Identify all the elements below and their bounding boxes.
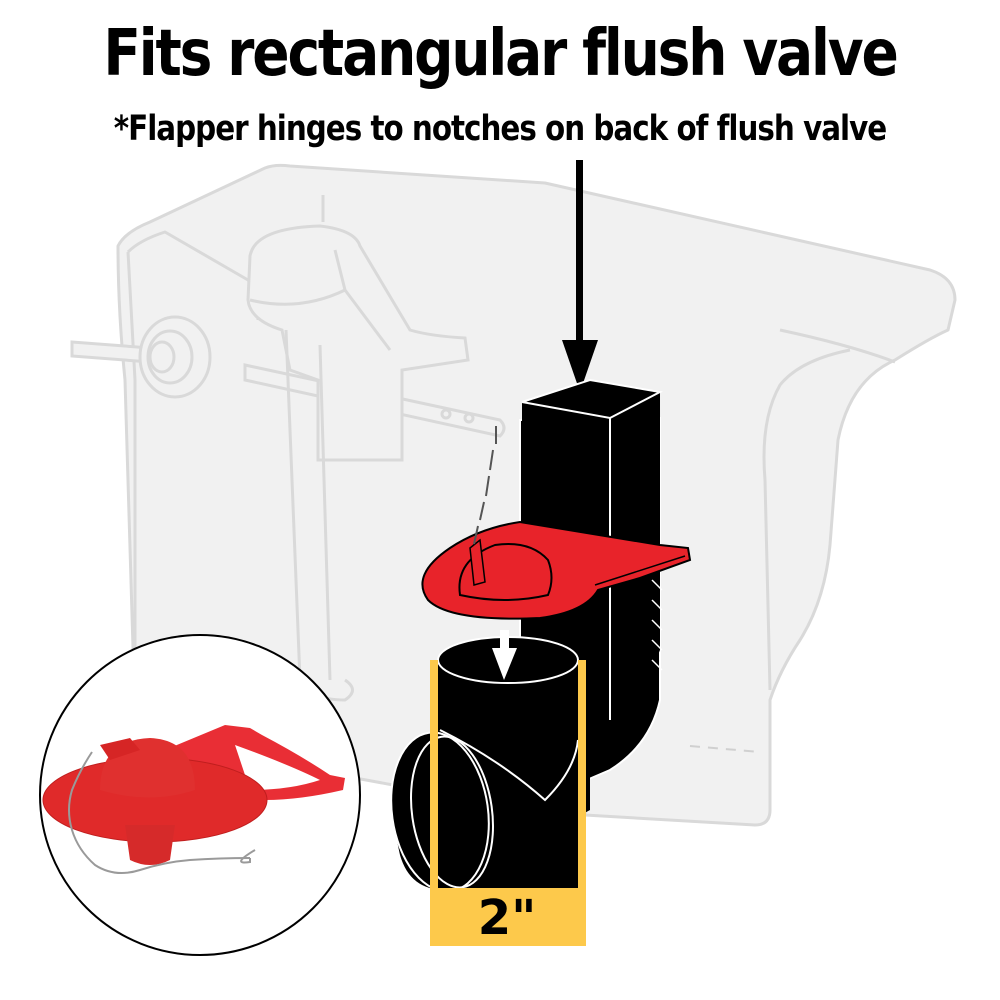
- flapper-photo-inset: [39, 634, 361, 956]
- down-arrow-icon: [562, 160, 598, 392]
- rectangular-flush-valve: [390, 378, 664, 893]
- red-flapper: [421, 520, 692, 620]
- headline-subtitle: *Flapper hinges to notches on back of fl…: [113, 109, 887, 149]
- dimension-label: 2": [477, 890, 537, 946]
- fill-valve: [246, 195, 470, 702]
- flapper-chain: [473, 426, 497, 545]
- headline-title: Fits rectangular flush valve: [103, 17, 898, 91]
- trip-lever: [70, 315, 506, 438]
- dimension-bracket: [430, 660, 586, 946]
